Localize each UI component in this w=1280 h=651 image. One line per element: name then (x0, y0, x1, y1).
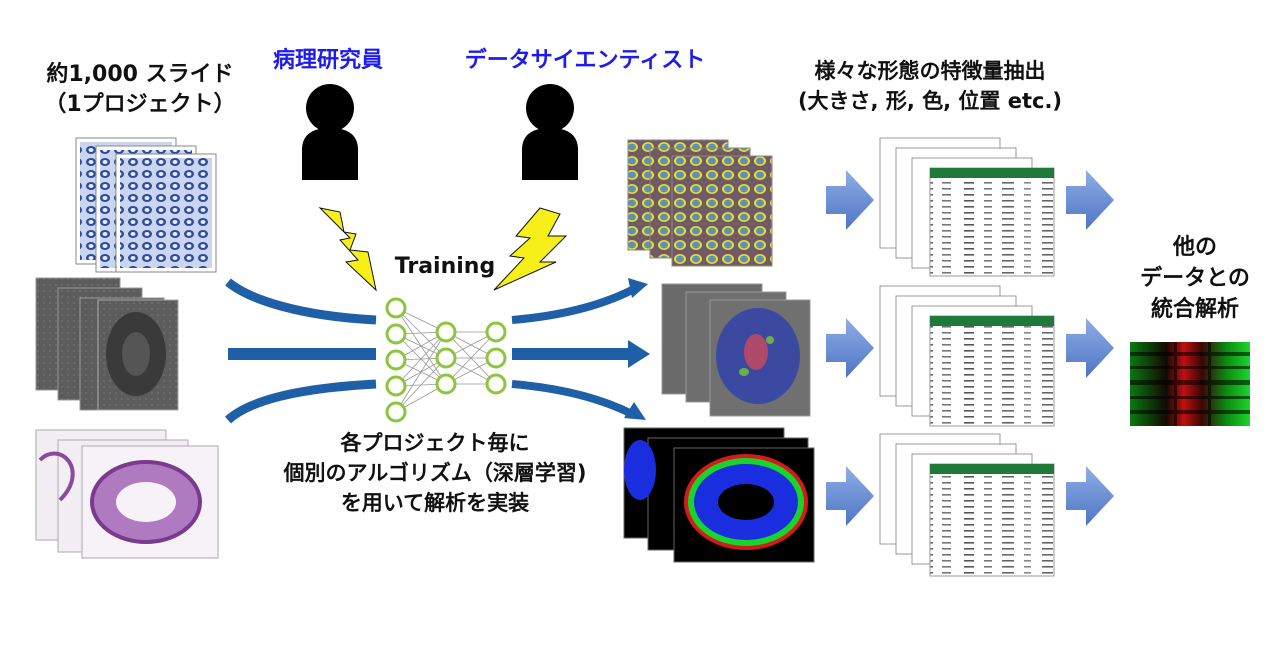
output-slide-stack-3 (623, 427, 815, 563)
pathologist-label: 病理研究員 (272, 48, 383, 73)
slides-count-line1: 約1,000 スライド (46, 62, 234, 87)
method-line1: 各プロジェクト毎に (340, 431, 530, 455)
slides-count-line2: （1プロジェクト） (44, 92, 236, 117)
integration-line3: 統合解析 (1150, 297, 1239, 322)
method-line3: を用いて解析を実装 (340, 491, 530, 515)
input-slide-stack-3 (35, 429, 219, 559)
pathologist-person-icon (302, 84, 358, 180)
input-arrows (224, 278, 377, 424)
data-scientist-label: データサイエンティスト (464, 48, 706, 73)
to-sheets-arrows (826, 170, 874, 526)
data-scientist-person-icon (522, 84, 578, 180)
spreadsheet-stack-1 (879, 137, 1055, 277)
method-line2: 個別のアルゴリズム（深層学習) (283, 461, 587, 485)
output-slide-stack-2 (661, 283, 811, 417)
method-label: 各プロジェクト毎に 個別のアルゴリズム（深層学習) を用いて解析を実装 (230, 428, 640, 518)
spreadsheet-stack-3 (879, 433, 1055, 577)
output-arrows (511, 278, 650, 420)
integration-line1: 他の (1172, 235, 1217, 260)
input-slide-stack-1 (75, 137, 217, 273)
integration-label: 他の データとの 統合解析 (1110, 232, 1280, 325)
heatmap-image (1130, 342, 1250, 426)
training-label: Training (394, 254, 496, 279)
to-integration-arrows (1066, 170, 1114, 526)
input-slide-stack-2 (35, 277, 179, 411)
lightning-right-icon (493, 207, 568, 291)
feature-line2: (大きさ, 形, 色, 位置 etc.) (797, 89, 1063, 113)
integration-line2: データとの (1140, 266, 1250, 291)
neural-network (385, 297, 507, 423)
slides-count-label: 約1,000 スライド （1プロジェクト） (20, 60, 260, 120)
lightning-left-icon (318, 207, 377, 292)
output-slide-stack-1 (627, 139, 773, 267)
spreadsheet-stack-2 (879, 285, 1055, 427)
feature-extraction-label: 様々な形態の特徴量抽出 (大きさ, 形, 色, 位置 etc.) (760, 56, 1100, 116)
feature-line1: 様々な形態の特徴量抽出 (814, 59, 1046, 83)
